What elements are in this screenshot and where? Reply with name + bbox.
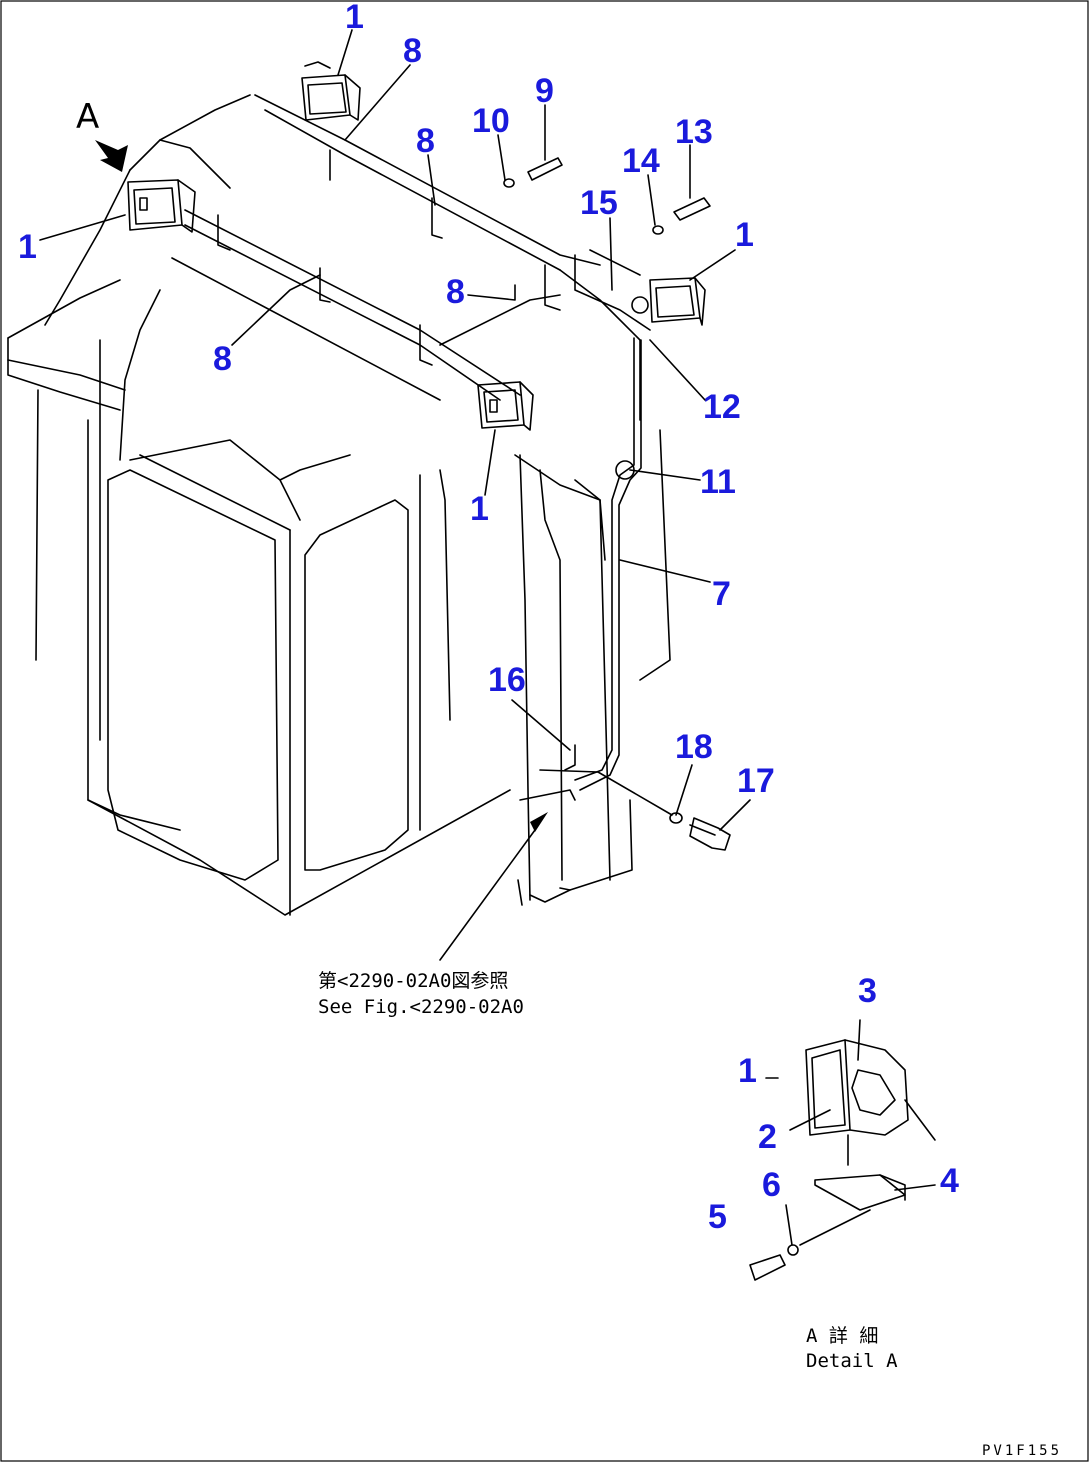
reference-arrow-icon — [530, 812, 548, 832]
detail-a-drawing — [749, 1039, 936, 1281]
rear-light-bar — [254, 94, 651, 331]
callout-label: 1 — [735, 216, 754, 254]
callout-label: 3 — [858, 972, 877, 1010]
front-light-bar — [171, 209, 561, 401]
callout-labels: 1 1 1 1 1 2 3 4 5 6 7 8 8 8 8 9 10 11 12… — [18, 0, 959, 1236]
callout-label: 1 — [738, 1052, 757, 1090]
detail-note-en: Detail A — [806, 1350, 898, 1372]
bolt-13 — [652, 197, 711, 235]
callout-label: 8 — [446, 273, 465, 311]
callout-label: 8 — [403, 32, 422, 70]
callout-label: 2 — [758, 1118, 777, 1156]
callout-label: 16 — [488, 661, 526, 699]
callout-label: 17 — [737, 762, 775, 800]
work-lamp-rear-left — [301, 61, 361, 121]
callout-label: 10 — [472, 102, 510, 140]
callout-label: 4 — [940, 1162, 959, 1200]
callout-label: 7 — [712, 575, 731, 613]
callout-label: 8 — [416, 122, 435, 160]
work-lamp-front-left — [127, 179, 196, 233]
view-arrow-icon — [95, 140, 128, 172]
callout-label: 1 — [470, 490, 489, 528]
work-lamp-rear-right — [631, 277, 706, 326]
work-lamp-front-right — [477, 381, 534, 431]
cab-outline — [7, 94, 671, 916]
callout-label: 8 — [213, 340, 232, 378]
callout-label: 15 — [580, 184, 618, 222]
reference-note-en: See Fig.<2290-02A0 — [318, 996, 524, 1018]
callout-label: 1 — [18, 228, 37, 266]
callout-label: 6 — [762, 1166, 781, 1204]
callout-label: 12 — [703, 388, 741, 426]
bolt-9 — [503, 157, 563, 188]
callout-label: 9 — [535, 72, 554, 110]
callout-label: 11 — [700, 463, 736, 501]
bolt-17 — [597, 771, 731, 851]
callout-label: 18 — [675, 728, 713, 766]
callout-label: 5 — [708, 1198, 727, 1236]
detail-note-jp: A 詳 細 — [806, 1325, 878, 1347]
callout-label: 13 — [675, 113, 713, 151]
drawing-code: PV1F155 — [982, 1443, 1062, 1459]
view-letter: A — [76, 97, 99, 137]
wire-harness — [519, 337, 642, 801]
callout-label: 1 — [345, 0, 364, 36]
leader-lines — [39, 29, 936, 1246]
callout-label: 14 — [622, 142, 660, 180]
reference-note-jp: 第<2290-02A0図参照 — [318, 970, 508, 992]
